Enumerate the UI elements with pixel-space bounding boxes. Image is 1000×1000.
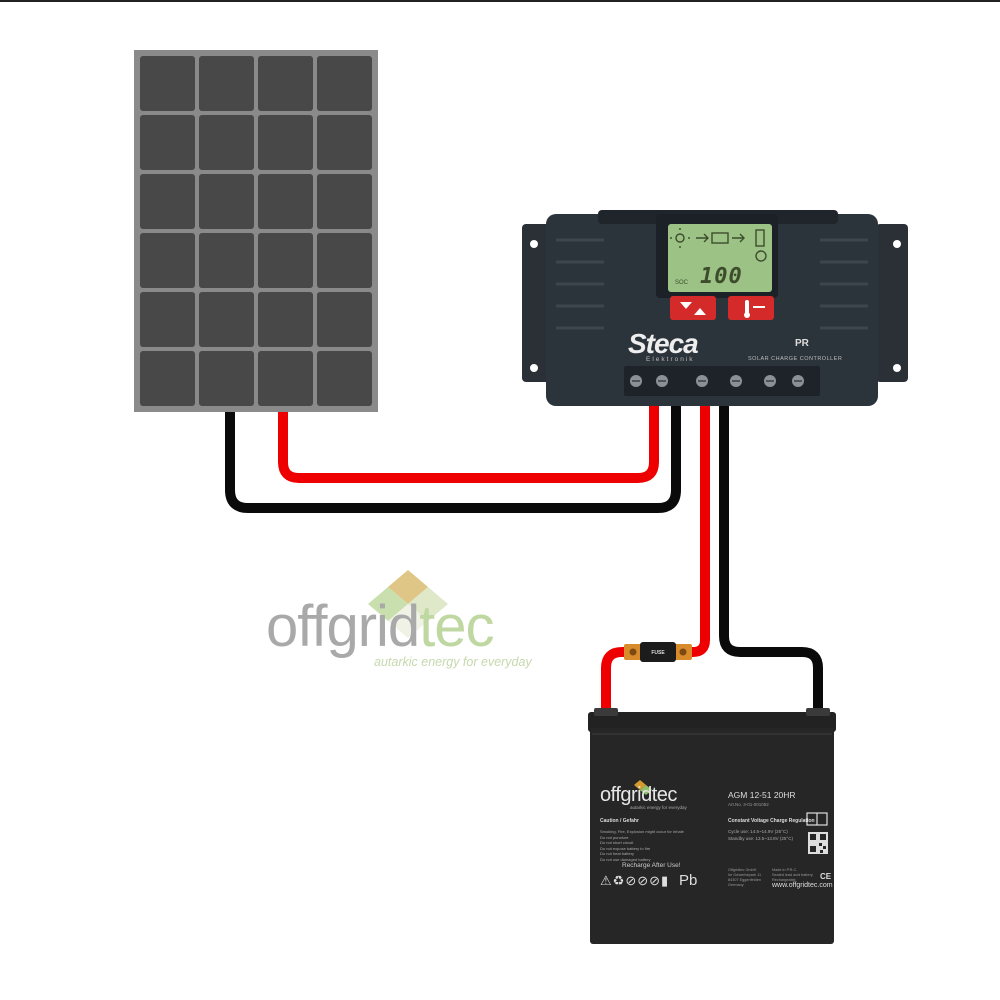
battery-warning-line: Do not expose battery to fire [600, 845, 651, 851]
battery-brand-tec: tec [651, 784, 678, 806]
solar-cell [258, 174, 313, 229]
solar-cell [317, 115, 372, 170]
warning-triangle-icon: ⚠ [600, 873, 613, 888]
battery-info-line: Rechargeable [772, 878, 796, 882]
solar-cell [317, 174, 372, 229]
battery-manufacturer-info: Offgridtec GmbH Im Gewerbepark 11 84307 … [728, 868, 761, 888]
battery-warning-line: Do not use damaged battery [600, 856, 651, 862]
solar-cell [317, 351, 372, 406]
watermark-wordmark: offgridtec [266, 598, 495, 656]
battery-brand: offgridtec [600, 785, 677, 805]
solar-cell [140, 292, 195, 347]
solar-cell [199, 174, 254, 229]
no-children-icon: ⊘ [637, 873, 650, 888]
battery-article-number: Art.No. 3-01-001052 [728, 802, 769, 807]
controller-button-load [728, 296, 774, 320]
solar-cell [140, 233, 195, 288]
lcd-soc-value: 100 [700, 264, 743, 289]
battery-charge-regulation-title: Constant Voltage Charge Regulation [728, 818, 815, 824]
battery-model: AGM 12-51 20HR [728, 790, 796, 800]
fuse-label: FUSE [651, 650, 665, 656]
solar-cell [199, 56, 254, 111]
controller-brand: Steca [628, 328, 699, 359]
battery-warning-line: Do not heat battery [600, 851, 635, 856]
battery-info-line: 84307 Eggenfelden [728, 878, 761, 882]
battery-website: www.offgridtec.com [772, 882, 833, 889]
ce-mark: CE [820, 872, 832, 881]
no-flame-icon: ⊘ [625, 873, 638, 888]
solar-cell [258, 292, 313, 347]
lcd-icons [670, 228, 767, 262]
solar-cell [199, 292, 254, 347]
battery [588, 708, 836, 944]
battery-product-info: Made in P.R.C. Sealed lead acid battery … [772, 868, 813, 883]
solar-cell [140, 351, 195, 406]
solar-panel-cells [140, 56, 372, 406]
solar-cell [199, 233, 254, 288]
battery-brand-offgrid: offgrid [600, 784, 652, 806]
manual-book-icon [806, 812, 828, 826]
top-border-line [0, 0, 1000, 2]
wire-panel-negative [222, 395, 684, 516]
battery-info-line: Sealed lead acid battery [772, 873, 813, 877]
battery-warning-line: Do not puncture [600, 834, 629, 840]
battery-warnings: Smoking, Fire, Explosion might occur for… [600, 829, 684, 862]
battery-info-line: Germany [728, 883, 744, 887]
battery-cv-row: Standby use: 13.5~13.8V (25°C) [728, 836, 793, 841]
solar-cell [317, 292, 372, 347]
controller-terminals [630, 375, 804, 387]
watermark-word-offgrid: offgrid [266, 594, 420, 659]
controller-description: SOLAR CHARGE CONTROLLER [748, 356, 843, 362]
controller-brand-sub: Elektronik [646, 356, 695, 363]
solar-cell [199, 115, 254, 170]
watermark-tagline: autarkic energy for everyday [374, 655, 532, 669]
solar-cell [317, 233, 372, 288]
solar-cell [258, 56, 313, 111]
controller-lcd [668, 224, 772, 292]
offgridtec-watermark: offgridtec autarkic energy for everyday [262, 568, 552, 678]
solar-cell [317, 56, 372, 111]
qr-code-icon [808, 832, 828, 854]
solar-cell [258, 233, 313, 288]
solar-panel [134, 50, 378, 412]
battery-cv-row: Cycle use: 14.5~14.9V (25°C) [728, 829, 788, 834]
controller-button-navigate [670, 296, 716, 320]
watermark-logo-mark [368, 570, 448, 638]
battery-warning-line: Do not short circuit [600, 840, 634, 845]
battery-info-line: Made in P.R.C. [772, 868, 798, 872]
wire-battery-negative [716, 400, 826, 714]
inline-fuse [624, 642, 692, 662]
solar-cell [258, 351, 313, 406]
solar-cell [199, 351, 254, 406]
battery-info-line: Im Gewerbepark 11 [728, 873, 762, 877]
battery-pb-symbol: Pb [679, 872, 698, 889]
battery-logo-mark [634, 780, 652, 795]
battery-warning-line: Smoking, Fire, Explosion might occur for… [600, 829, 684, 834]
controller-model: PR [795, 338, 809, 349]
solar-cell [140, 174, 195, 229]
battery-safety-symbols: ⚠♻⊘⊘⊘▮ [600, 873, 669, 889]
bin-icon: ▮ [661, 873, 670, 888]
solar-cell [140, 56, 195, 111]
recycle-icon: ♻ [612, 873, 626, 888]
battery-caution-title: Caution / Gefahr [600, 818, 639, 824]
battery-info-line: Offgridtec GmbH [728, 868, 757, 872]
solar-cell [258, 115, 313, 170]
solar-cell [140, 115, 195, 170]
wire-panel-positive [275, 395, 662, 486]
read-manual-icon: ⊘ [649, 873, 662, 888]
watermark-word-tec: tec [419, 594, 494, 659]
battery-recharge-note: Recharge After Use! [622, 862, 681, 869]
battery-brand-tagline: autarkic energy for everyday [630, 805, 687, 810]
lcd-soc-label: SOC [675, 280, 689, 286]
charge-controller [522, 210, 908, 406]
battery-charge-regulation-values: Cycle use: 14.5~14.9V (25°C) Standby use… [728, 828, 793, 842]
